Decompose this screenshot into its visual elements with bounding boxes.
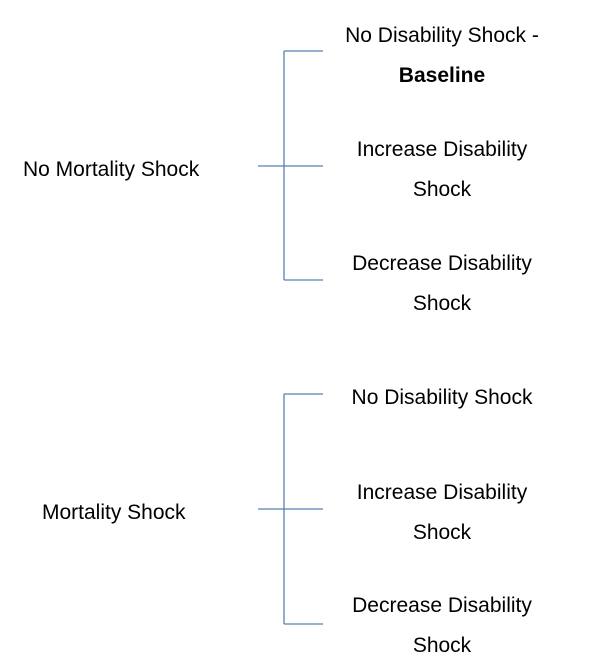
leaf-decrease-disability-shock: Decrease Disability Shock (312, 586, 572, 666)
leaf-increase-disability-shock: Increase Disability Shock (312, 473, 572, 553)
leaf-line1: No Disability Shock (351, 386, 533, 409)
leaf-no-disability-shock-baseline: No Disability Shock - Baseline (312, 16, 572, 96)
leaf-line1: Increase Disability (356, 138, 528, 161)
bracket-mortality-shock (258, 393, 323, 625)
leaf-line2: Baseline (398, 64, 486, 87)
leaf-line2: Shock (412, 521, 472, 544)
leaf-line1: Decrease Disability (352, 594, 532, 617)
bracket-no-mortality-shock (258, 50, 323, 281)
leaf-line2: Shock (412, 178, 472, 201)
group-label-no-mortality-shock: No Mortality Shock (23, 158, 200, 181)
leaf-line2: Shock (412, 292, 472, 315)
leaf-decrease-disability-shock: Decrease Disability Shock (312, 244, 572, 324)
leaf-line2: Shock (412, 634, 472, 657)
leaf-line1: No Disability Shock - (345, 24, 539, 47)
leaf-line1: Decrease Disability (352, 252, 532, 275)
group-label-mortality-shock: Mortality Shock (42, 501, 186, 524)
leaf-line1: Increase Disability (356, 481, 528, 504)
leaf-no-disability-shock: No Disability Shock (312, 378, 572, 418)
leaf-increase-disability-shock: Increase Disability Shock (312, 130, 572, 210)
